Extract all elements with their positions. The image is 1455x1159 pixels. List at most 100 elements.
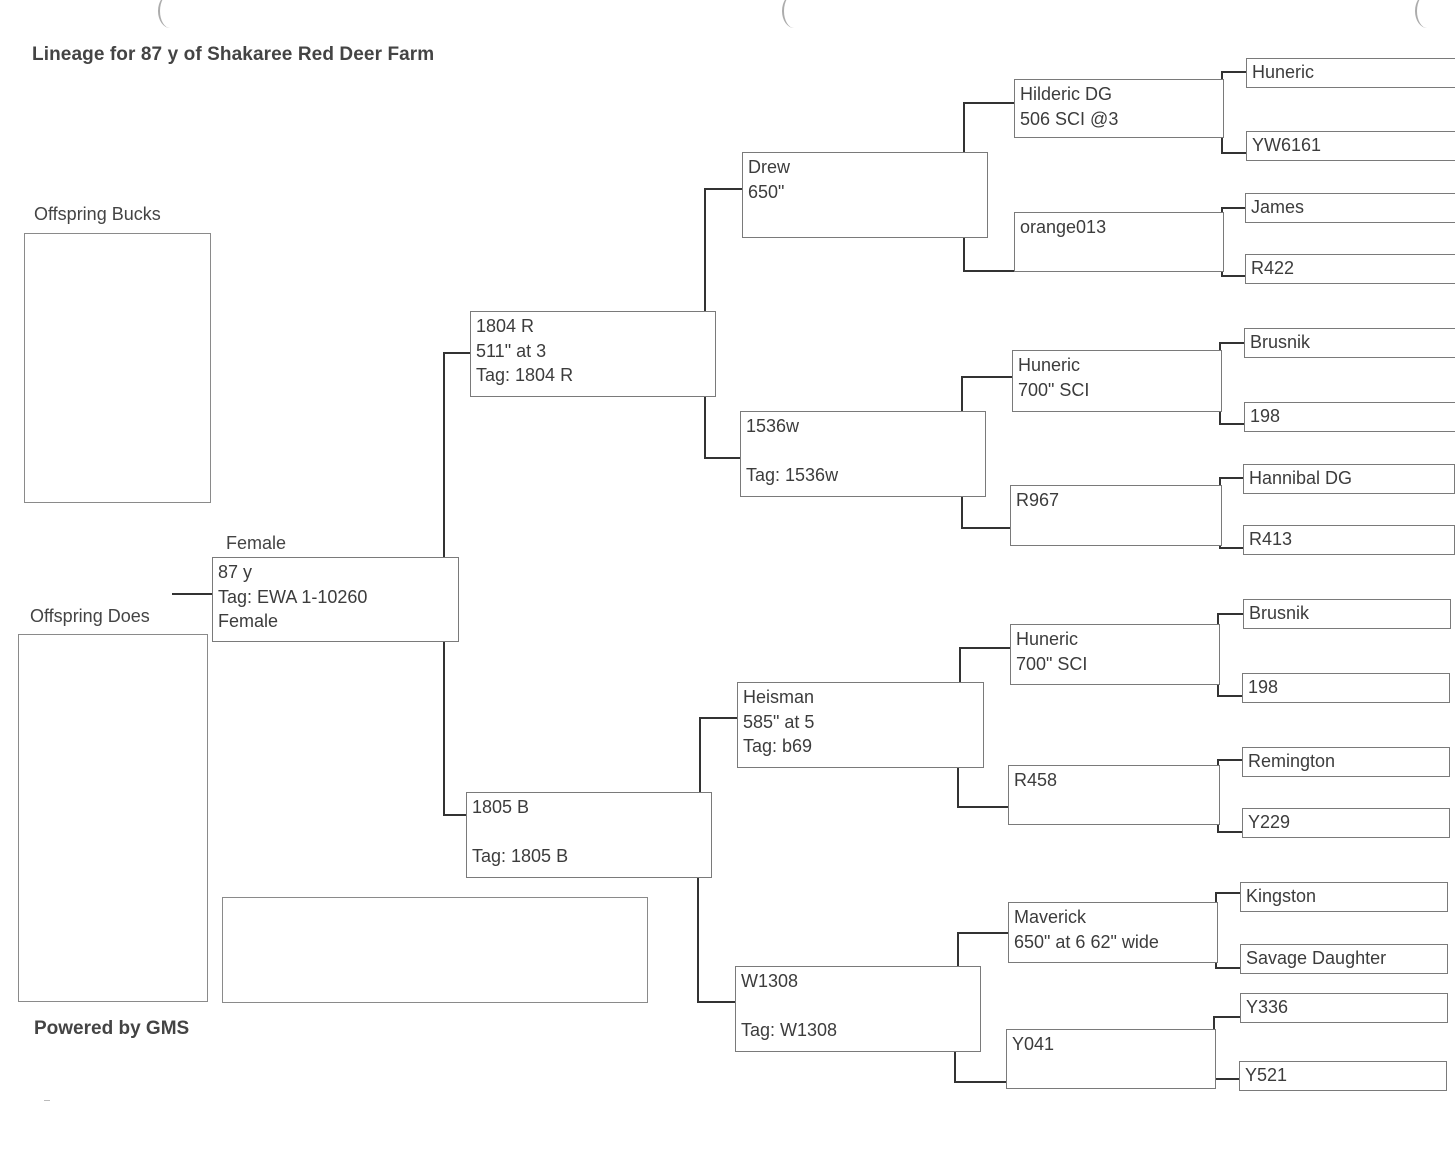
animal-name: Savage Daughter (1246, 948, 1387, 968)
subject-tag: Tag: EWA 1-10260 (218, 586, 368, 607)
animal-name: Huneric (1018, 355, 1081, 375)
great-grandparent-box[interactable]: Huneric 700" SCI (1012, 350, 1222, 412)
sire-score: 511" at 3 (476, 340, 547, 361)
binder-hole-mark (1415, 0, 1439, 28)
offspring-bucks-panel (24, 233, 211, 503)
animal-name: James (1251, 197, 1305, 217)
great-great-grandparent-box[interactable]: Brusnik (1243, 599, 1451, 629)
animal-score: 506 SCI @3 (1020, 108, 1119, 129)
great-great-grandparent-box[interactable]: Brusnik (1244, 328, 1455, 358)
animal-name: Maverick (1014, 907, 1087, 927)
granddam-paternal-box[interactable]: 1536w Tag: 1536w (740, 411, 986, 497)
great-great-grandparent-box[interactable]: Kingston (1240, 882, 1448, 912)
animal-score: 700" SCI (1016, 653, 1088, 674)
great-grandparent-box[interactable]: Y041 (1006, 1029, 1216, 1089)
animal-name: 1536w (746, 416, 800, 436)
connector (963, 238, 1014, 272)
animal-name: R967 (1016, 490, 1060, 510)
dam-tag: Tag: 1805 B (472, 846, 569, 866)
animal-tag: Tag: b69 (743, 736, 813, 756)
great-great-grandparent-box[interactable]: Y521 (1239, 1061, 1447, 1091)
granddam-maternal-box[interactable]: W1308 Tag: W1308 (735, 966, 981, 1052)
great-great-grandparent-box[interactable]: 198 (1244, 402, 1455, 432)
connector (961, 497, 1010, 529)
grandsire-maternal-box[interactable]: Heisman 585" at 5 Tag: b69 (737, 682, 984, 768)
great-great-grandparent-box[interactable]: Savage Daughter (1240, 944, 1448, 974)
subject-sex-label: Female (226, 533, 287, 553)
powered-by-footer: Powered by GMS (34, 1018, 190, 1039)
great-great-grandparent-box[interactable]: R422 (1245, 254, 1455, 284)
animal-name: 198 (1248, 677, 1279, 697)
animal-score: 585" at 5 (743, 711, 815, 732)
page-title: Lineage for 87 y of Shakaree Red Deer Fa… (32, 44, 435, 65)
subject-name: 87 y (218, 562, 253, 582)
animal-name: Brusnik (1249, 603, 1310, 623)
dam-score (472, 820, 706, 845)
animal-tag: Tag: 1536w (746, 465, 839, 485)
animal-score (741, 994, 975, 1019)
sire-name: 1804 R (476, 316, 535, 336)
dam-box[interactable]: 1805 B Tag: 1805 B (466, 792, 712, 878)
great-great-grandparent-box[interactable]: James (1245, 193, 1455, 223)
connector (704, 188, 742, 312)
animal-name: R413 (1249, 529, 1293, 549)
animal-name: Y041 (1012, 1034, 1055, 1054)
grandsire-paternal-box[interactable]: Drew 650" (742, 152, 988, 238)
animal-name: R458 (1014, 770, 1058, 790)
offspring-does-label: Offspring Does (30, 606, 150, 626)
offspring-bucks-label: Offspring Bucks (34, 204, 161, 224)
connector (704, 397, 740, 459)
animal-name: Y229 (1248, 812, 1291, 832)
great-grandparent-box[interactable]: orange013 (1014, 212, 1224, 272)
scan-speck (44, 1100, 50, 1101)
great-grandparent-box[interactable]: Maverick 650" at 6 62" wide (1008, 902, 1218, 963)
great-grandparent-box[interactable]: Huneric 700" SCI (1010, 624, 1220, 685)
dam-name: 1805 B (472, 797, 530, 817)
connector (699, 717, 737, 793)
animal-tag: Tag: W1308 (741, 1020, 838, 1040)
animal-name: Remington (1248, 751, 1336, 771)
binder-hole-mark (158, 0, 182, 28)
connector (697, 877, 735, 1003)
animal-name: Kingston (1246, 886, 1317, 906)
subject-box[interactable]: 87 y Tag: EWA 1-10260 Female (212, 557, 459, 642)
animal-name: 198 (1250, 406, 1281, 426)
animal-name: Hilderic DG (1020, 84, 1113, 104)
connector (961, 376, 1012, 412)
animal-name: Y336 (1246, 997, 1289, 1017)
great-great-grandparent-box[interactable]: Remington (1242, 747, 1450, 777)
animal-name: R422 (1251, 258, 1295, 278)
subject-sex: Female (218, 611, 279, 631)
animal-name: Huneric (1016, 629, 1079, 649)
great-grandparent-box[interactable]: R967 (1010, 485, 1222, 546)
animal-name: orange013 (1020, 217, 1107, 237)
sire-tag: Tag: 1804 R (476, 365, 574, 385)
great-great-grandparent-box[interactable]: YW6161 (1246, 131, 1455, 161)
connector (957, 768, 1008, 808)
animal-name: Hannibal DG (1249, 468, 1353, 488)
animal-name: Heisman (743, 687, 815, 707)
animal-score: 650" at 6 62" wide (1014, 931, 1159, 952)
animal-score: 700" SCI (1018, 379, 1090, 400)
connector (954, 1052, 1006, 1083)
offspring-does-panel (18, 634, 208, 1002)
great-great-grandparent-box[interactable]: Y229 (1242, 808, 1450, 838)
great-grandparent-box[interactable]: R458 (1008, 765, 1220, 825)
great-great-grandparent-box[interactable]: Hannibal DG (1243, 464, 1455, 494)
great-great-grandparent-box[interactable]: 198 (1242, 673, 1450, 703)
connector (957, 932, 1008, 967)
great-great-grandparent-box[interactable]: Huneric (1246, 58, 1455, 88)
animal-name: Brusnik (1250, 332, 1311, 352)
animal-name: W1308 (741, 971, 799, 991)
binder-hole-mark (782, 0, 806, 28)
connector (959, 647, 1010, 683)
connector (963, 102, 1014, 153)
great-great-grandparent-box[interactable]: Y336 (1240, 993, 1448, 1023)
animal-name: Y521 (1245, 1065, 1288, 1085)
great-great-grandparent-box[interactable]: R413 (1243, 525, 1455, 555)
great-grandparent-box[interactable]: Hilderic DG 506 SCI @3 (1014, 79, 1224, 138)
connector (443, 352, 470, 558)
notes-panel (222, 897, 648, 1003)
animal-score (746, 439, 980, 464)
sire-box[interactable]: 1804 R 511" at 3 Tag: 1804 R (470, 311, 716, 397)
